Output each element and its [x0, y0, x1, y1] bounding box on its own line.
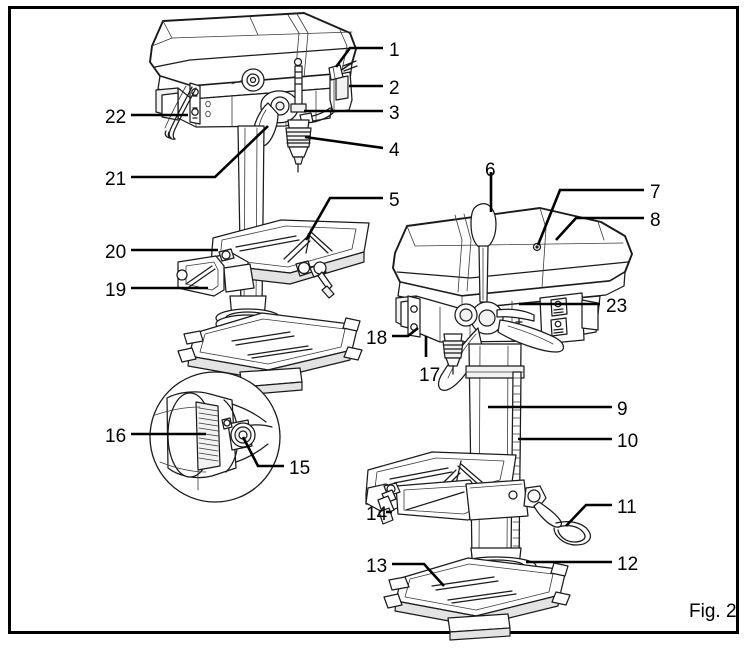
callout-17: 17 — [419, 365, 441, 386]
callout-8: 8 — [650, 210, 661, 231]
callout-5: 5 — [389, 190, 400, 211]
callout-13: 13 — [366, 556, 388, 577]
callout-16: 16 — [105, 426, 127, 447]
callout-15: 15 — [289, 458, 311, 479]
callout-2: 2 — [389, 78, 400, 99]
callout-23: 23 — [606, 296, 628, 317]
callout-4: 4 — [389, 140, 400, 161]
callout-9: 9 — [617, 399, 628, 420]
figure-caption: Fig. 2 — [689, 601, 737, 622]
callout-10: 10 — [617, 431, 639, 452]
callout-7: 7 — [650, 182, 661, 203]
callout-1: 1 — [389, 40, 400, 61]
callout-21: 21 — [105, 169, 127, 190]
callout-11: 11 — [617, 497, 637, 518]
callout-12: 12 — [617, 554, 639, 575]
callout-18: 18 — [366, 328, 388, 349]
callout-14: 14 — [366, 504, 388, 525]
figure-border — [8, 6, 739, 634]
callout-19: 19 — [105, 280, 127, 301]
callout-6: 6 — [485, 160, 496, 181]
callout-20: 20 — [105, 242, 127, 263]
callout-3: 3 — [389, 103, 400, 124]
callout-22: 22 — [105, 107, 127, 128]
